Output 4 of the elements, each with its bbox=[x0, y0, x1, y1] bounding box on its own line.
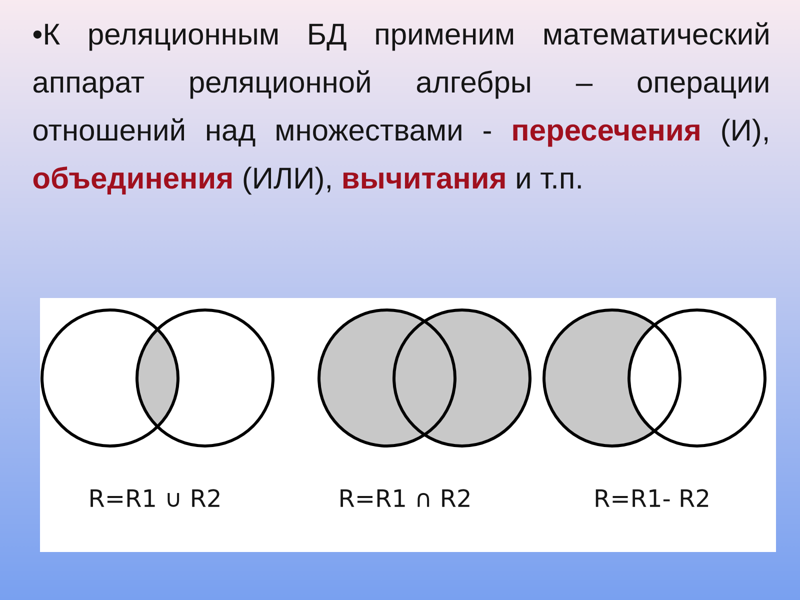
formula-label: R=R1 ∩ R2 bbox=[340, 489, 470, 507]
formula-label: R=R1- R2 bbox=[596, 489, 708, 507]
formula-label: R=R1 ∪ R2 bbox=[90, 489, 220, 507]
paragraph: •К реляционным БД применим математический аппарат реляционной алгебры – операции отношений над множествами - пересечения (И), объединения (ИЛИ), вычитания и т.п. bbox=[33, 22, 768, 195]
